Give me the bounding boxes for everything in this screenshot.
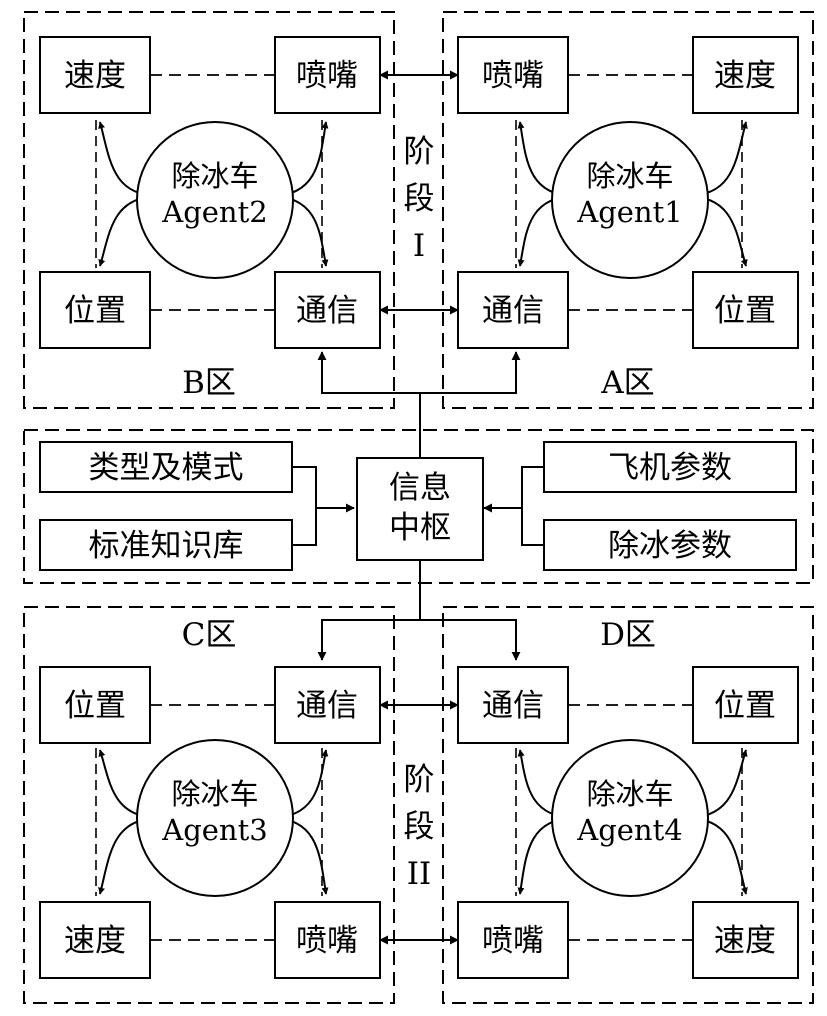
stage-1-char-3: I	[413, 228, 425, 264]
zone-d-label: D区	[600, 617, 656, 653]
zone-b-comm-label: 通信	[296, 293, 358, 329]
zone-a-speed-label: 速度	[714, 58, 776, 94]
zone-d-comm-label: 通信	[482, 688, 544, 724]
zone-a-comm-label: 通信	[482, 293, 544, 329]
stage-2-char-3: II	[407, 856, 432, 892]
zone-b-speed-node: 速度	[39, 36, 151, 114]
stage-1-char-1: 阶	[404, 134, 435, 170]
agent-2-name: Agent2	[161, 195, 267, 229]
agent-1-title: 除冰车	[586, 159, 673, 193]
zone-d-speed-node: 速度	[692, 901, 799, 979]
zone-d-position-label: 位置	[714, 688, 776, 724]
input-deicing-params-label: 除冰参数	[608, 528, 732, 564]
agent-3-name: Agent3	[161, 813, 267, 847]
zone-b-nozzle-label: 喷嘴	[296, 58, 358, 94]
zone-b-label: B区	[182, 365, 236, 401]
zone-d-comm-node: 通信	[457, 666, 569, 744]
stage-1-char-2: 段	[404, 181, 435, 217]
zone-a-speed-node: 速度	[692, 36, 799, 114]
info-hub-line2: 中枢	[389, 510, 451, 546]
input-type-mode-label: 类型及模式	[89, 450, 244, 486]
agent-4-node: 除冰车 Agent4	[551, 739, 709, 897]
zone-c-speed-node: 速度	[39, 901, 151, 979]
input-deicing-params-node: 除冰参数	[543, 519, 797, 571]
zone-b-position-label: 位置	[64, 293, 126, 329]
zone-d-speed-label: 速度	[714, 923, 776, 959]
zone-c-comm-node: 通信	[274, 666, 381, 744]
input-knowledge-base-node: 标准知识库	[39, 519, 293, 571]
stage-2-label: 阶 段 II	[404, 762, 435, 892]
zone-b-position-node: 位置	[39, 271, 151, 349]
input-aircraft-params-node: 飞机参数	[543, 441, 797, 493]
zone-c-position-label: 位置	[64, 688, 126, 724]
agent-1-node: 除冰车 Agent1	[551, 121, 709, 279]
zone-a-comm-node: 通信	[457, 271, 569, 349]
zone-c-speed-label: 速度	[64, 923, 126, 959]
zone-a-position-node: 位置	[692, 271, 799, 349]
agent-4-name: Agent4	[576, 813, 682, 847]
zone-a-label: A区	[600, 365, 654, 401]
info-hub-node: 信息 中枢	[356, 457, 484, 561]
zone-d-nozzle-node: 喷嘴	[457, 901, 569, 979]
zone-b-comm-node: 通信	[274, 271, 381, 349]
input-type-mode-node: 类型及模式	[39, 441, 293, 493]
input-aircraft-params-label: 飞机参数	[608, 450, 732, 486]
zone-a-nozzle-label: 喷嘴	[482, 58, 544, 94]
agent-2-node: 除冰车 Agent2	[136, 121, 294, 279]
zone-c-position-node: 位置	[39, 666, 151, 744]
zone-c-label: C区	[182, 617, 237, 653]
agent-2-title: 除冰车	[171, 159, 258, 193]
stage-arrows	[379, 70, 459, 945]
zone-b-speed-label: 速度	[64, 58, 126, 94]
agent-4-title: 除冰车	[586, 777, 673, 811]
agent-3-title: 除冰车	[171, 777, 258, 811]
center-zone-border	[23, 429, 814, 584]
zone-c-nozzle-node: 喷嘴	[274, 901, 381, 979]
zone-a-position-label: 位置	[714, 293, 776, 329]
hub-connections	[292, 351, 544, 661]
zone-b-nozzle-node: 喷嘴	[274, 36, 381, 114]
zone-a-nozzle-node: 喷嘴	[457, 36, 569, 114]
agent-links	[95, 120, 748, 896]
agent-1-name: Agent1	[576, 195, 682, 229]
stage-2-char-1: 阶	[404, 762, 435, 798]
zone-b-border	[23, 11, 395, 409]
stage-1-label: 阶 段 I	[404, 134, 435, 264]
zone-d-nozzle-label: 喷嘴	[482, 923, 544, 959]
input-knowledge-base-label: 标准知识库	[89, 528, 244, 564]
info-hub-line1: 信息	[389, 470, 451, 506]
zone-d-border	[442, 606, 814, 1004]
dashed-links	[150, 74, 693, 941]
stage-2-char-2: 段	[404, 809, 435, 845]
zone-c-nozzle-label: 喷嘴	[296, 923, 358, 959]
zone-d-position-node: 位置	[692, 666, 799, 744]
agent-3-node: 除冰车 Agent3	[136, 739, 294, 897]
zone-a-border	[442, 11, 814, 409]
zone-c-border	[23, 606, 395, 1004]
zone-c-comm-label: 通信	[296, 688, 358, 724]
